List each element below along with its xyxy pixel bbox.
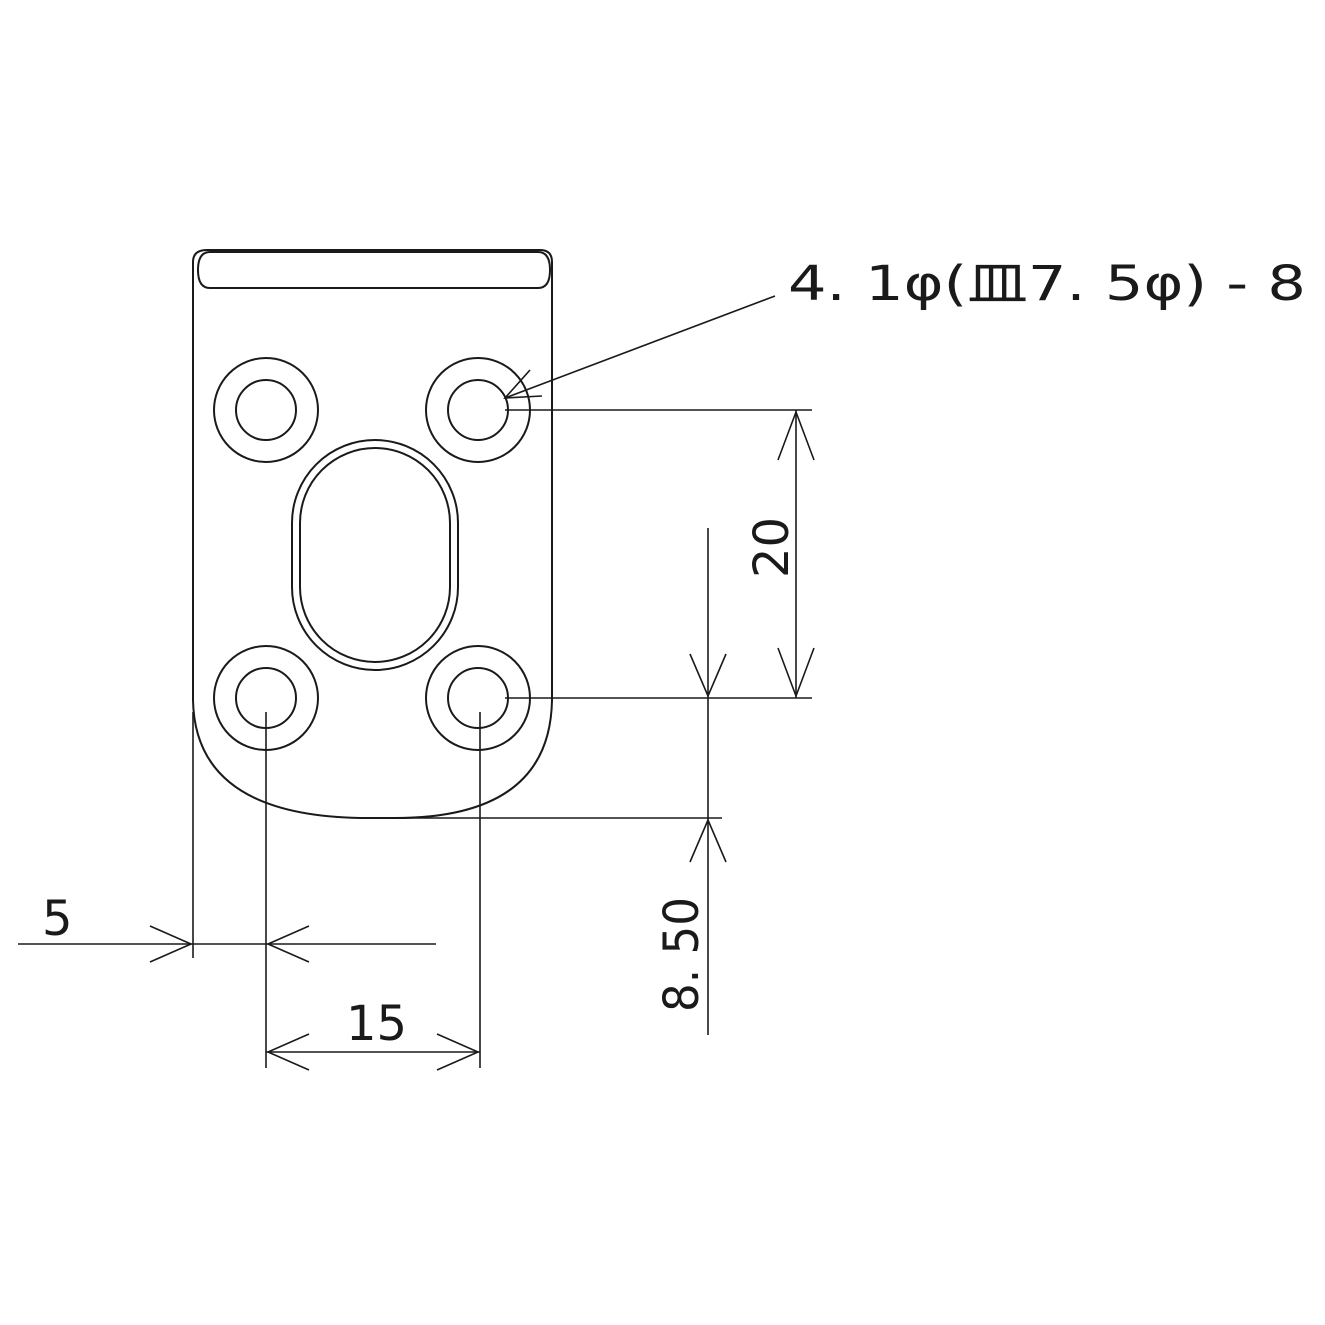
bottom-offset-label: 8. 50 [654,897,710,1012]
hole-top-left [213,357,319,463]
vertical-pitch-dimension [505,409,815,699]
plate-top-flange [196,251,552,289]
plate [192,249,553,820]
hole-callout-leader [503,295,776,399]
bottom-offset-dimension [370,528,727,1035]
vertical-pitch-label: 20 [744,517,800,578]
mounting-holes [213,357,531,751]
side-offset-label: 5 [42,891,73,947]
oval-slot [291,439,459,671]
plate-outline [192,249,553,820]
hole-callout-label: 4. 1φ(皿7. 5φ) - 8 [788,256,1306,312]
horizontal-pitch-label: 15 [346,996,407,1052]
horizontal-dimensions [18,712,481,1071]
